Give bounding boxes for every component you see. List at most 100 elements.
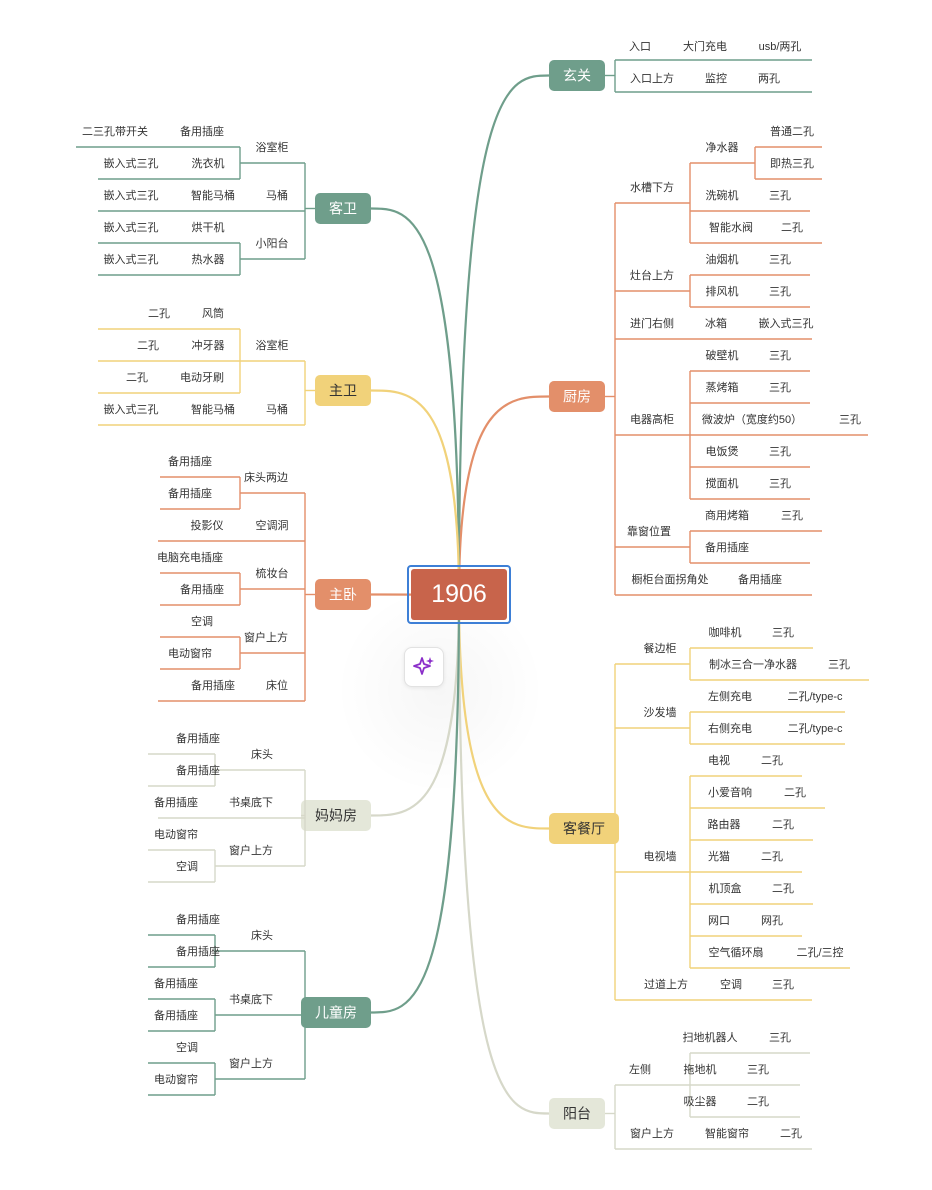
level2-label[interactable]: 蒸烤箱: [706, 380, 739, 394]
level3-label[interactable]: 三孔: [747, 1063, 769, 1076]
level2-label[interactable]: 洗衣机: [192, 156, 225, 170]
level1-label[interactable]: 餐边柜: [644, 641, 677, 655]
level1-label[interactable]: 窗户上方: [229, 1056, 273, 1070]
level2-label[interactable]: 电视: [708, 753, 730, 767]
level1-label[interactable]: 入口上方: [630, 71, 674, 85]
level2-label[interactable]: 备用插座: [191, 678, 235, 692]
level2-label[interactable]: 扫地机器人: [683, 1030, 738, 1044]
level1-label[interactable]: 浴室柜: [256, 140, 289, 154]
branch-node[interactable]: [549, 60, 605, 91]
level2-label[interactable]: 智能马桶: [191, 188, 235, 202]
level2-label[interactable]: 吸尘器: [684, 1095, 717, 1108]
level2-label[interactable]: 电动牙刷: [180, 371, 224, 384]
level2-label[interactable]: 左侧充电: [708, 689, 752, 703]
level2-label[interactable]: 备用插座: [168, 486, 212, 500]
level2-label[interactable]: 净水器: [706, 140, 739, 154]
level2-label[interactable]: 备用插座: [176, 763, 220, 777]
level3-label[interactable]: 嵌入式三孔: [104, 157, 159, 170]
level1-label[interactable]: 窗户上方: [630, 1126, 674, 1140]
level3-label[interactable]: 网孔: [761, 914, 783, 927]
level2-label[interactable]: 风筒: [202, 306, 224, 320]
level3-label[interactable]: 三孔: [772, 978, 794, 991]
branch-node[interactable]: [549, 1098, 605, 1129]
level3-label[interactable]: 二孔: [772, 882, 794, 895]
level2-label[interactable]: 电动窗帘: [154, 1072, 198, 1086]
level3-label[interactable]: 二三孔带开关: [82, 124, 148, 138]
level3-label[interactable]: 三孔: [769, 381, 791, 394]
level1-label[interactable]: 书桌底下: [229, 795, 273, 809]
level3-label[interactable]: 三孔: [769, 253, 791, 266]
level3-label[interactable]: 二孔/type-c: [787, 722, 843, 735]
level1-label[interactable]: 靠窗位置: [627, 524, 671, 538]
level2-label[interactable]: 备用插座: [154, 1008, 198, 1022]
level2-label[interactable]: 智能窗帘: [705, 1126, 749, 1140]
level2-label[interactable]: 微波炉（宽度约50）: [702, 412, 802, 426]
level3-label[interactable]: 嵌入式三孔: [104, 403, 159, 416]
level2-label[interactable]: 商用烤箱: [705, 508, 749, 522]
level1-label[interactable]: 马桶: [266, 188, 288, 202]
level2-label[interactable]: 制冰三合一净水器: [709, 657, 797, 671]
level2-label[interactable]: 光猫: [708, 849, 730, 863]
level3-label[interactable]: 二孔: [772, 818, 794, 831]
level2-label[interactable]: 备用插座: [176, 731, 220, 745]
level3-label[interactable]: 二孔: [780, 1127, 802, 1140]
level3-label[interactable]: 嵌入式三孔: [759, 317, 814, 330]
level3-label[interactable]: 三孔: [769, 445, 791, 458]
level3-label[interactable]: 三孔: [769, 189, 791, 202]
root-node[interactable]: 1906: [407, 565, 511, 624]
level3-label[interactable]: 三孔: [769, 285, 791, 298]
level3-label[interactable]: 嵌入式三孔: [104, 221, 159, 234]
level3-label[interactable]: 二孔: [761, 850, 783, 863]
level2-label[interactable]: 备用插座: [154, 976, 198, 990]
level2-label[interactable]: 空气循环扇: [709, 945, 764, 959]
level3-label[interactable]: usb/两孔: [759, 40, 802, 53]
ai-assistant-button[interactable]: [404, 647, 444, 687]
level3-label[interactable]: 二孔/三控: [796, 945, 843, 959]
level3-label[interactable]: 三孔: [769, 1031, 791, 1044]
level1-label[interactable]: 进门右侧: [630, 316, 674, 330]
level1-label[interactable]: 床头两边: [244, 470, 288, 484]
level2-label[interactable]: 冰箱: [705, 316, 727, 330]
level3-label[interactable]: 二孔: [761, 754, 783, 767]
level2-label[interactable]: 拖地机: [684, 1062, 717, 1076]
level2-label[interactable]: 备用插座: [738, 572, 782, 586]
level2-label[interactable]: 咖啡机: [709, 625, 742, 639]
level3-label[interactable]: 即热三孔: [770, 157, 814, 170]
level2-label[interactable]: 大门充电: [683, 39, 727, 53]
level1-label[interactable]: 电视墙: [644, 849, 677, 863]
level2-label[interactable]: 电饭煲: [706, 445, 739, 458]
branch-node[interactable]: [549, 813, 619, 844]
level1-label[interactable]: 灶台上方: [630, 268, 674, 282]
level2-label[interactable]: 搅面机: [706, 476, 739, 490]
level2-label[interactable]: 热水器: [192, 253, 225, 266]
level2-label[interactable]: 电动窗帘: [168, 646, 212, 660]
level3-label[interactable]: 三孔: [839, 413, 861, 426]
level1-label[interactable]: 电器高柜: [630, 412, 674, 426]
level2-label[interactable]: 电脑充电插座: [157, 550, 223, 564]
level2-label[interactable]: 空调: [191, 614, 213, 628]
level3-label[interactable]: 三孔: [769, 477, 791, 490]
level2-label[interactable]: 洗碗机: [706, 188, 739, 202]
level3-label[interactable]: 三孔: [769, 349, 791, 362]
level2-label[interactable]: 右侧充电: [708, 721, 752, 735]
level2-label[interactable]: 备用插座: [176, 944, 220, 958]
branch-node[interactable]: [549, 381, 605, 412]
level3-label[interactable]: 二孔: [781, 221, 803, 234]
level1-label[interactable]: 马桶: [266, 402, 288, 416]
level2-label[interactable]: 网口: [708, 915, 730, 927]
level1-label[interactable]: 小阳台: [256, 236, 289, 250]
level2-label[interactable]: 空调: [176, 1040, 198, 1054]
level2-label[interactable]: 排风机: [706, 284, 739, 298]
level3-label[interactable]: 二孔: [126, 371, 148, 384]
level2-label[interactable]: 智能水阀: [709, 220, 753, 234]
level3-label[interactable]: 两孔: [758, 72, 780, 85]
level2-label[interactable]: 油烟机: [706, 252, 739, 266]
level1-label[interactable]: 浴室柜: [256, 338, 289, 352]
level1-label[interactable]: 左侧: [629, 1063, 651, 1076]
level2-label[interactable]: 备用插座: [180, 124, 224, 138]
level2-label[interactable]: 机顶盒: [709, 881, 742, 895]
level2-label[interactable]: 冲牙器: [192, 338, 225, 352]
branch-node[interactable]: [301, 997, 371, 1028]
level1-label[interactable]: 橱柜台面拐角处: [632, 572, 709, 586]
level2-label[interactable]: 投影仪: [191, 518, 224, 532]
